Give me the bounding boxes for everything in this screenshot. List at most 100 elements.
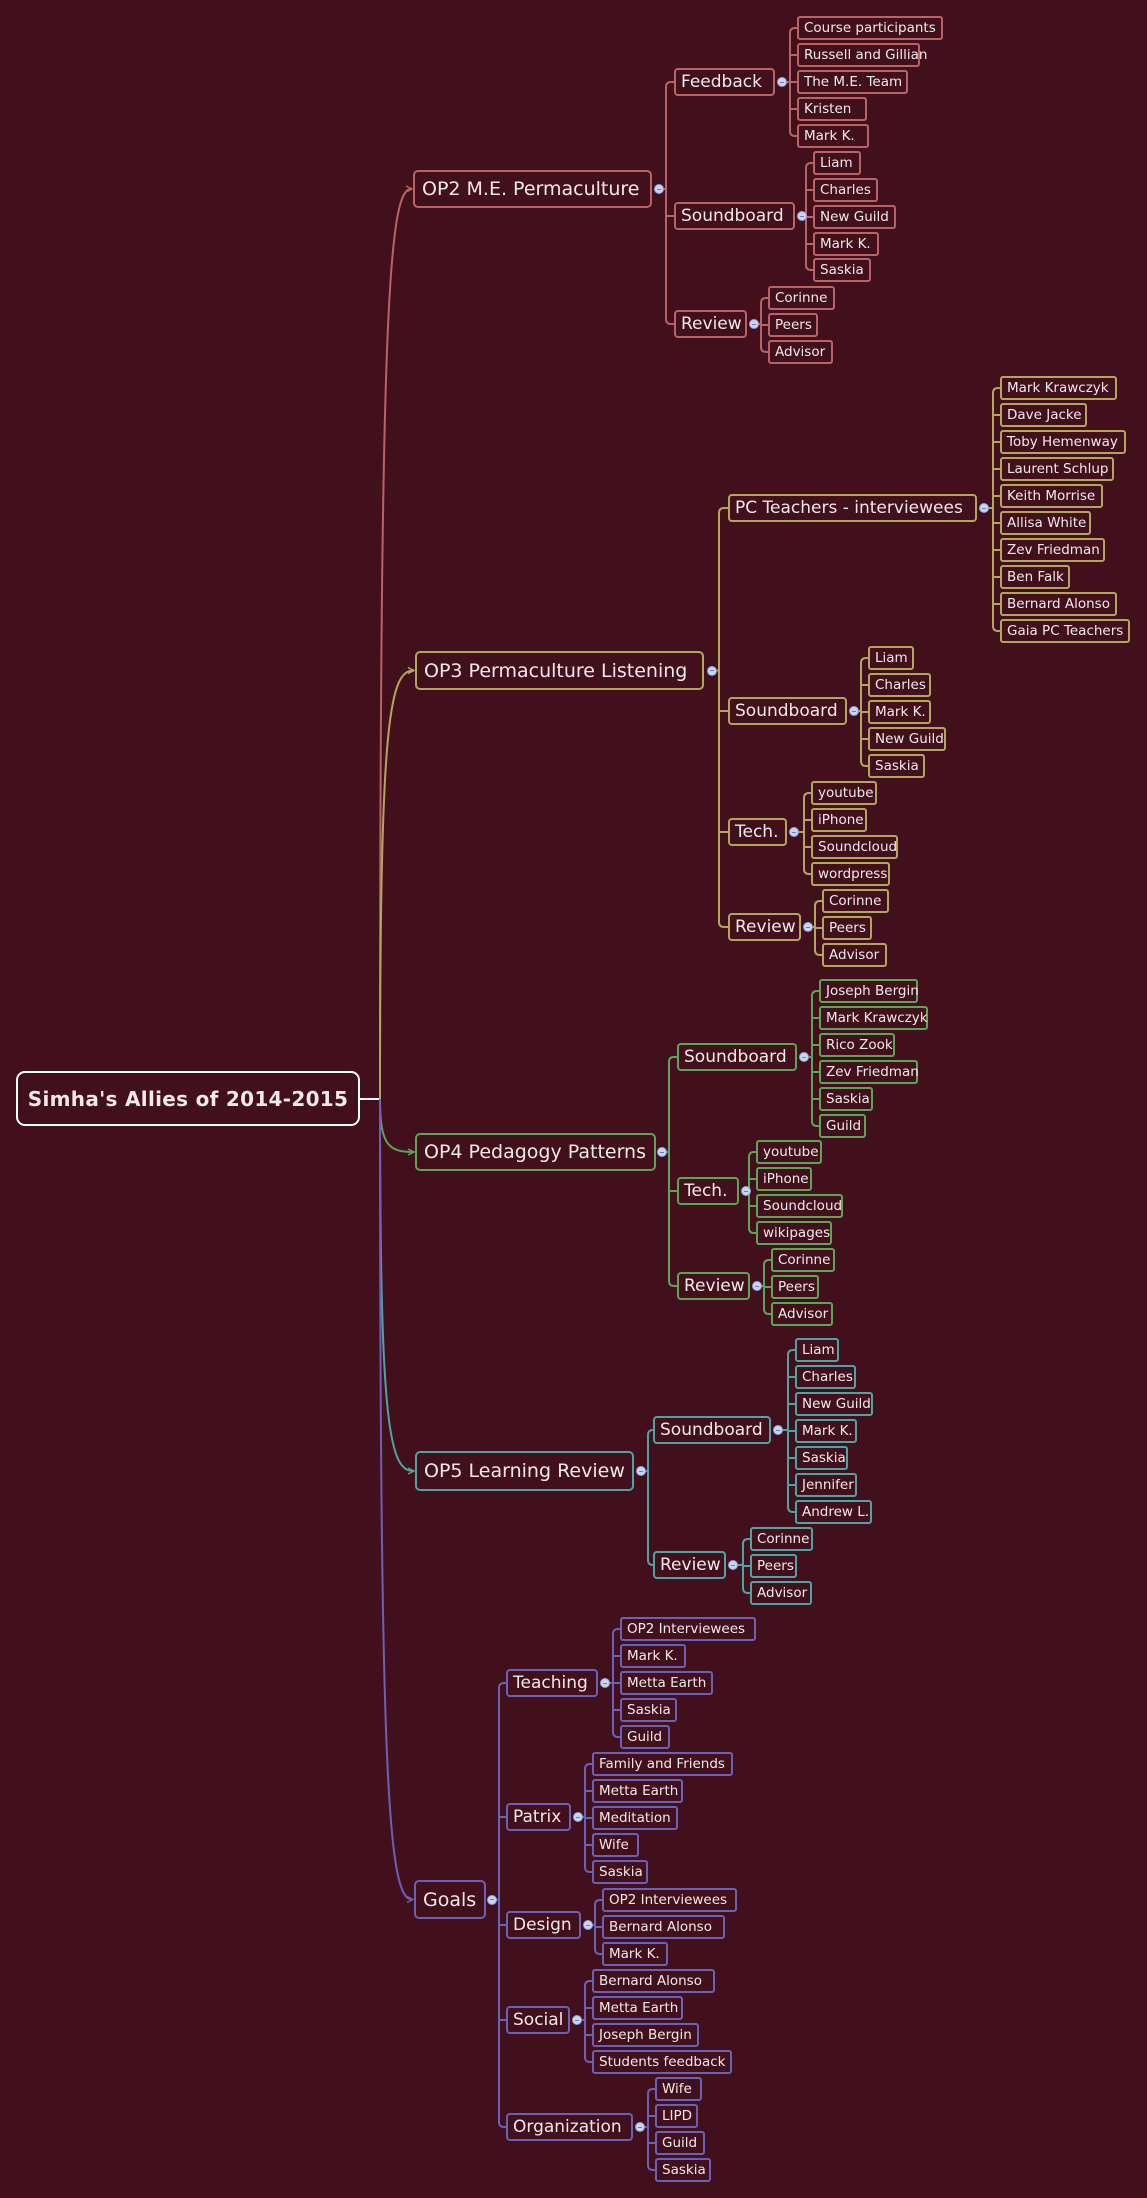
leaf-node-new-guild[interactable]: New Guild (813, 205, 896, 229)
leaf-node-peers[interactable]: Peers (768, 313, 818, 337)
leaf-node-wikipages[interactable]: wikipages (756, 1221, 832, 1245)
leaf-node-course-participants[interactable]: Course participants (797, 16, 943, 40)
leaf-node-zev-friedman[interactable]: Zev Friedman (1000, 538, 1105, 562)
leaf-node-ben-falk[interactable]: Ben Falk (1000, 565, 1070, 589)
topic-op3-permaculture-listening-pc-teachers-interviewees-collapse-toggle-icon[interactable] (979, 503, 989, 513)
leaf-node-saskia[interactable]: Saskia (592, 1860, 648, 1884)
leaf-node-youtube[interactable]: youtube (756, 1140, 822, 1164)
leaf-node-dave-jacke[interactable]: Dave Jacke (1000, 403, 1087, 427)
topic-goals-design-collapse-toggle-icon[interactable] (583, 1920, 593, 1930)
leaf-node-mark-k[interactable]: Mark K. (602, 1942, 668, 1966)
leaf-node-students-feedback[interactable]: Students feedback (592, 2050, 732, 2074)
leaf-node-mark-k[interactable]: Mark K. (868, 700, 931, 724)
topic-goals-patrix-collapse-toggle-icon[interactable] (573, 1812, 583, 1822)
branch-node-op5-learning-review[interactable]: OP5 Learning Review (415, 1451, 634, 1491)
topic-op2-m-e-permaculture-soundboard-collapse-toggle-icon[interactable] (797, 211, 807, 221)
leaf-node-mark-krawczyk[interactable]: Mark Krawczyk (1000, 376, 1117, 400)
leaf-node-charles[interactable]: Charles (868, 673, 931, 697)
leaf-node-iphone[interactable]: iPhone (756, 1167, 812, 1191)
leaf-node-saskia[interactable]: Saskia (813, 258, 871, 282)
topic-node-goals-teaching[interactable]: Teaching (506, 1669, 598, 1697)
leaf-node-charles[interactable]: Charles (795, 1365, 856, 1389)
topic-node-op3-permaculture-listening-tech[interactable]: Tech. (728, 818, 787, 846)
leaf-node-peers[interactable]: Peers (822, 916, 872, 940)
topic-node-op4-pedagogy-patterns-tech[interactable]: Tech. (677, 1177, 739, 1205)
leaf-node-liam[interactable]: Liam (868, 646, 914, 670)
leaf-node-corinne[interactable]: Corinne (771, 1248, 835, 1272)
leaf-node-allisa-white[interactable]: Allisa White (1000, 511, 1091, 535)
topic-op2-m-e-permaculture-review-collapse-toggle-icon[interactable] (749, 319, 759, 329)
leaf-node-keith-morrise[interactable]: Keith Morrise (1000, 484, 1103, 508)
leaf-node-russell-and-gillian[interactable]: Russell and Gillian (797, 43, 927, 67)
root-node[interactable]: Simha's Allies of 2014-2015 (16, 1071, 360, 1126)
branch-op3-permaculture-listening-collapse-toggle-icon[interactable] (707, 665, 717, 676)
leaf-node-guild[interactable]: Guild (819, 1114, 866, 1138)
topic-node-op3-permaculture-listening-soundboard[interactable]: Soundboard (728, 697, 847, 725)
leaf-node-toby-hemenway[interactable]: Toby Hemenway (1000, 430, 1126, 454)
leaf-node-the-m-e-team[interactable]: The M.E. Team (797, 70, 908, 94)
leaf-node-andrew-l[interactable]: Andrew L. (795, 1500, 872, 1524)
topic-op5-learning-review-review-collapse-toggle-icon[interactable] (728, 1560, 738, 1570)
leaf-node-saskia[interactable]: Saskia (795, 1446, 848, 1470)
branch-node-op2-m-e-permaculture[interactable]: OP2 M.E. Permaculture (413, 170, 652, 208)
topic-op2-m-e-permaculture-feedback-collapse-toggle-icon[interactable] (777, 77, 787, 87)
leaf-node-corinne[interactable]: Corinne (822, 889, 889, 913)
leaf-node-peers[interactable]: Peers (750, 1554, 797, 1578)
branch-op4-pedagogy-patterns-collapse-toggle-icon[interactable] (657, 1147, 667, 1157)
topic-goals-organization-collapse-toggle-icon[interactable] (635, 2122, 645, 2132)
leaf-node-saskia[interactable]: Saskia (868, 754, 925, 778)
leaf-node-mark-k[interactable]: Mark K. (620, 1644, 686, 1668)
leaf-node-bernard-alonso[interactable]: Bernard Alonso (1000, 592, 1117, 616)
leaf-node-mark-k[interactable]: Mark K. (813, 232, 879, 256)
branch-node-op3-permaculture-listening[interactable]: OP3 Permaculture Listening (415, 651, 704, 690)
leaf-node-saskia[interactable]: Saskia (819, 1087, 873, 1111)
topic-node-goals-organization[interactable]: Organization (506, 2113, 633, 2141)
leaf-node-op2-interviewees[interactable]: OP2 Interviewees (602, 1888, 737, 1912)
topic-node-op3-permaculture-listening-review[interactable]: Review (728, 913, 801, 941)
topic-op4-pedagogy-patterns-tech-collapse-toggle-icon[interactable] (741, 1186, 751, 1196)
branch-goals-collapse-toggle-icon[interactable] (487, 1894, 497, 1905)
topic-node-op5-learning-review-soundboard[interactable]: Soundboard (653, 1416, 771, 1444)
leaf-node-kristen[interactable]: Kristen (797, 97, 867, 121)
leaf-node-charles[interactable]: Charles (813, 178, 878, 202)
leaf-node-mark-k[interactable]: Mark K. (795, 1419, 857, 1443)
branch-op2-m-e-permaculture-collapse-toggle-icon[interactable] (654, 184, 664, 194)
branch-op5-learning-review-collapse-toggle-icon[interactable] (636, 1466, 646, 1476)
leaf-node-advisor[interactable]: Advisor (750, 1581, 812, 1605)
leaf-node-mark-k[interactable]: Mark K. (797, 124, 869, 148)
leaf-node-wife[interactable]: Wife (655, 2077, 702, 2101)
leaf-node-zev-friedman[interactable]: Zev Friedman (819, 1060, 919, 1084)
branch-node-goals[interactable]: Goals (414, 1880, 486, 1919)
leaf-node-advisor[interactable]: Advisor (768, 340, 833, 364)
leaf-node-guild[interactable]: Guild (655, 2131, 705, 2155)
leaf-node-rico-zook[interactable]: Rico Zook (819, 1033, 895, 1057)
leaf-node-lipd[interactable]: LIPD (655, 2104, 698, 2128)
topic-node-op2-m-e-permaculture-soundboard[interactable]: Soundboard (674, 202, 795, 230)
leaf-node-bernard-alonso[interactable]: Bernard Alonso (592, 1969, 715, 1993)
leaf-node-saskia[interactable]: Saskia (655, 2158, 711, 2182)
topic-goals-teaching-collapse-toggle-icon[interactable] (600, 1678, 610, 1688)
topic-node-op2-m-e-permaculture-feedback[interactable]: Feedback (674, 68, 775, 96)
leaf-node-saskia[interactable]: Saskia (620, 1698, 677, 1722)
leaf-node-liam[interactable]: Liam (795, 1338, 839, 1362)
leaf-node-soundcloud[interactable]: Soundcloud (756, 1194, 843, 1218)
topic-node-op4-pedagogy-patterns-review[interactable]: Review (677, 1272, 750, 1300)
leaf-node-guild[interactable]: Guild (620, 1725, 670, 1749)
leaf-node-wordpress[interactable]: wordpress (811, 862, 890, 886)
leaf-node-family-and-friends[interactable]: Family and Friends (592, 1752, 733, 1776)
leaf-node-metta-earth[interactable]: Metta Earth (620, 1671, 713, 1695)
topic-op3-permaculture-listening-tech-collapse-toggle-icon[interactable] (789, 827, 799, 837)
leaf-node-new-guild[interactable]: New Guild (868, 727, 946, 751)
topic-op5-learning-review-soundboard-collapse-toggle-icon[interactable] (773, 1425, 783, 1435)
topic-node-goals-social[interactable]: Social (506, 2006, 570, 2034)
leaf-node-joseph-bergin[interactable]: Joseph Bergin (592, 2023, 699, 2047)
leaf-node-bernard-alonso[interactable]: Bernard Alonso (602, 1915, 725, 1939)
leaf-node-op2-interviewees[interactable]: OP2 Interviewees (620, 1617, 756, 1641)
leaf-node-corinne[interactable]: Corinne (768, 286, 835, 310)
topic-node-op5-learning-review-review[interactable]: Review (653, 1551, 726, 1579)
leaf-node-iphone[interactable]: iPhone (811, 808, 867, 832)
topic-op3-permaculture-listening-review-collapse-toggle-icon[interactable] (803, 922, 813, 932)
topic-node-op4-pedagogy-patterns-soundboard[interactable]: Soundboard (677, 1043, 797, 1071)
leaf-node-meditation[interactable]: Meditation (592, 1806, 678, 1830)
topic-node-goals-patrix[interactable]: Patrix (506, 1803, 571, 1831)
